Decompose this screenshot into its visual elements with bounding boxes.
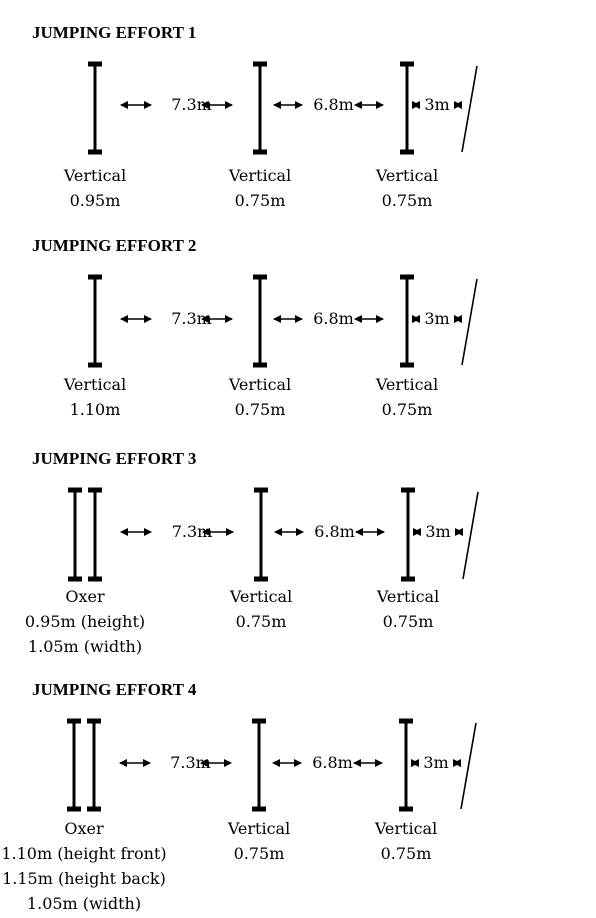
fence-dimension-label: 0.75m <box>382 191 433 210</box>
distance-label: 6.8m <box>314 522 355 541</box>
oxer-front-pole <box>67 718 81 812</box>
fence-dimension-label: 0.75m <box>382 400 433 419</box>
fence-dimension-label: 1.10m (height front) <box>1 844 166 863</box>
effort-title: JUMPING EFFORT 2 <box>32 236 196 255</box>
distance-label: 7.3m <box>171 309 212 328</box>
fence-type-label: Oxer <box>64 819 104 838</box>
vertical-fence <box>399 718 413 812</box>
fence-dimension-label: 0.95m <box>70 191 121 210</box>
landing-line <box>460 722 477 810</box>
fence-dimension-label: 1.05m (width) <box>28 637 142 656</box>
fence-type-label: Oxer <box>65 587 105 606</box>
effort-title: JUMPING EFFORT 1 <box>32 23 196 42</box>
vertical-fence <box>88 61 102 155</box>
fence-dimension-label: 1.05m (width) <box>27 894 141 913</box>
fence-dimension-label: 0.75m <box>235 400 286 419</box>
distance-label: 7.3m <box>170 753 211 772</box>
fence-dimension-label: 0.75m <box>235 191 286 210</box>
vertical-fence <box>254 487 268 582</box>
fence-type-label: Vertical <box>374 819 437 838</box>
fence-dimension-label: 0.75m <box>236 612 287 631</box>
distance-label: 7.3m <box>171 95 212 114</box>
vertical-fence <box>253 61 267 155</box>
landing-line <box>461 278 478 366</box>
fence-dimension-label: 0.95m (height) <box>25 612 145 631</box>
oxer-back-pole <box>88 487 102 582</box>
vertical-fence <box>400 274 414 368</box>
distance-label: 3m <box>423 753 448 772</box>
fence-type-label: Vertical <box>63 375 126 394</box>
distance-label: 3m <box>425 522 450 541</box>
distance-label: 6.8m <box>313 95 354 114</box>
effort-title: JUMPING EFFORT 4 <box>32 680 197 699</box>
vertical-fence <box>252 718 266 812</box>
fence-type-label: Vertical <box>229 587 292 606</box>
landing-line <box>462 491 479 580</box>
fence-type-label: Vertical <box>375 375 438 394</box>
oxer-back-pole <box>87 718 101 812</box>
fence-type-label: Vertical <box>376 587 439 606</box>
fence-dimension-label: 0.75m <box>383 612 434 631</box>
distance-label: 3m <box>424 95 449 114</box>
distance-label: 6.8m <box>312 753 353 772</box>
fence-dimension-label: 0.75m <box>234 844 285 863</box>
vertical-fence <box>400 61 414 155</box>
vertical-fence <box>401 487 415 582</box>
fence-type-label: Vertical <box>63 166 126 185</box>
fence-dimension-label: 1.15m (height back) <box>2 869 166 888</box>
fence-type-label: Vertical <box>228 166 291 185</box>
distance-label: 3m <box>424 309 449 328</box>
distance-label: 6.8m <box>313 309 354 328</box>
distance-label: 7.3m <box>172 522 213 541</box>
vertical-fence <box>88 274 102 368</box>
vertical-fence <box>253 274 267 368</box>
landing-line <box>461 65 478 153</box>
effort-title: JUMPING EFFORT 3 <box>32 449 196 468</box>
fence-type-label: Vertical <box>228 375 291 394</box>
oxer-front-pole <box>68 487 82 582</box>
fence-type-label: Vertical <box>375 166 438 185</box>
fence-type-label: Vertical <box>227 819 290 838</box>
fence-dimension-label: 0.75m <box>381 844 432 863</box>
fence-dimension-label: 1.10m <box>70 400 121 419</box>
